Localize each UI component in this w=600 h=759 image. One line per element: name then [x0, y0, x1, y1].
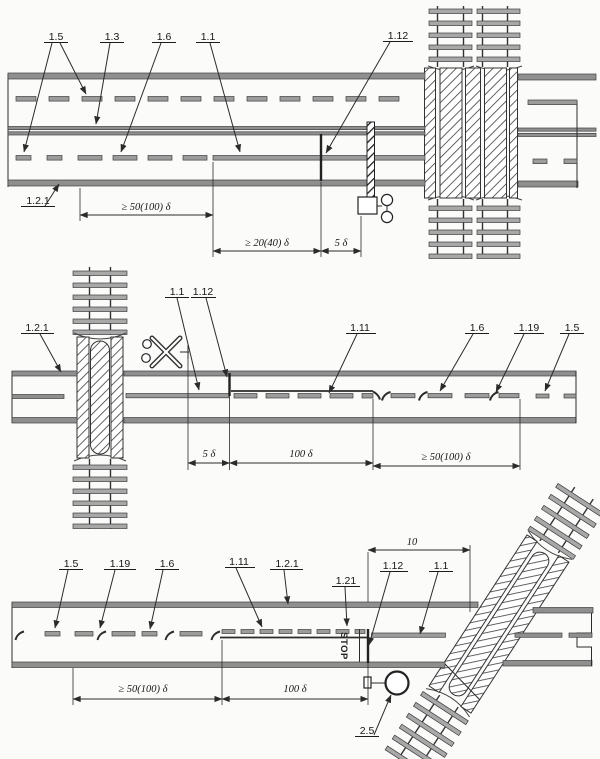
callout-2-5: 2.5	[360, 725, 375, 737]
crossbuck-sign	[141, 335, 189, 470]
railway-ties	[384, 483, 600, 759]
dim-50-100: ≥ 50(100) δ	[421, 452, 471, 463]
solid-line-1-1	[125, 393, 230, 399]
dimensions: ≥ 50(100) δ ≥ 20(40) δ 5 δ	[79, 162, 362, 257]
callout-1-2-1: 1.2.1	[26, 195, 50, 207]
stop-word-text: STOP	[338, 632, 349, 660]
marking-1-11	[231, 390, 381, 400]
approach-markings	[14, 630, 221, 641]
panel-top: ≥ 50(100) δ ≥ 20(40) δ 5 δ 1.5 1.3 1.6 1…	[7, 6, 597, 259]
callout-1-19: 1.19	[110, 558, 131, 570]
signal-lamp-icon	[142, 339, 152, 349]
callout-1-2-1: 1.2.1	[25, 322, 49, 334]
crossing-deck	[76, 336, 124, 459]
marking-1-11	[220, 629, 368, 639]
crossing-deck	[424, 67, 518, 199]
callouts: 1.5 1.19 1.6 1.11 1.2.1 1.21 1.12 1.1 2.	[53, 556, 453, 737]
panel-middle: 5 δ 100 δ ≥ 50(100) δ 1.2.1 1.1 1.12 1.1…	[11, 267, 584, 529]
road	[7, 72, 597, 188]
dim-5: 5 δ	[203, 449, 217, 460]
callout-1-5: 1.5	[49, 31, 64, 43]
callout-1-12: 1.12	[388, 30, 409, 42]
callout-1-11: 1.11	[350, 322, 370, 334]
dim-10: 10	[407, 537, 418, 548]
road	[11, 370, 577, 424]
callout-1-6: 1.6	[157, 31, 172, 43]
dimensions: 10 ≥ 50(100) δ 100 δ	[72, 537, 471, 705]
dim-100: 100 δ	[283, 684, 307, 695]
stop-sign-icon	[384, 670, 410, 696]
dim-50-100: ≥ 50(100) δ	[118, 684, 168, 695]
dim-5: 5 δ	[335, 238, 349, 249]
panel-bottom: STOP 10 ≥ 50(100) δ 100 δ 1.5	[11, 483, 600, 759]
railway-single-track	[72, 267, 128, 529]
callouts: 1.5 1.3 1.6 1.1 1.12 1.2.1	[21, 30, 413, 207]
road: STOP	[11, 601, 594, 701]
solid-line-1-1	[371, 632, 446, 638]
railway-ties	[72, 270, 128, 529]
approach-markings	[15, 155, 426, 161]
callout-1-5: 1.5	[64, 558, 79, 570]
crossing-signal	[357, 193, 394, 224]
callout-1-2-1: 1.2.1	[275, 558, 299, 570]
railway-diagonal-track	[384, 483, 600, 759]
solid-line-1-1	[212, 155, 426, 161]
callouts: 1.2.1 1.1 1.12 1.11 1.6 1.19 1.5	[21, 286, 584, 394]
callout-1-1: 1.1	[434, 560, 449, 572]
signal-lamp-icon	[141, 353, 151, 363]
stop-sign-2-5	[363, 670, 410, 696]
dim-20-40: ≥ 20(40) δ	[245, 238, 290, 249]
stop-word-marking: STOP	[338, 629, 360, 662]
marking-1-6-1-19	[381, 391, 520, 401]
callout-1-1: 1.1	[170, 286, 185, 298]
callout-1-21: 1.21	[336, 575, 357, 587]
double-centerline-1-3	[7, 126, 426, 131]
railway-ties	[428, 8, 521, 259]
callout-1-12: 1.12	[193, 286, 214, 298]
callout-1-3: 1.3	[105, 31, 120, 43]
callout-1-19: 1.19	[519, 322, 540, 334]
signal-lamp-icon	[380, 210, 394, 224]
callout-1-6: 1.6	[470, 322, 485, 334]
barrier-gate	[366, 121, 375, 198]
dim-100: 100 δ	[289, 449, 313, 460]
dimensions: 5 δ 100 δ ≥ 50(100) δ	[187, 396, 521, 470]
signal-lamp-icon	[380, 193, 394, 207]
lane-dashes-1-5	[15, 96, 400, 102]
dim-50-100: ≥ 50(100) δ	[121, 202, 171, 213]
callout-1-6: 1.6	[160, 558, 175, 570]
railway-double-track	[424, 6, 523, 259]
crossing-deck	[428, 534, 570, 714]
callout-1-12: 1.12	[383, 560, 404, 572]
callout-1-11: 1.11	[229, 556, 249, 568]
callout-1-5: 1.5	[565, 322, 580, 334]
callout-1-1: 1.1	[201, 31, 216, 43]
